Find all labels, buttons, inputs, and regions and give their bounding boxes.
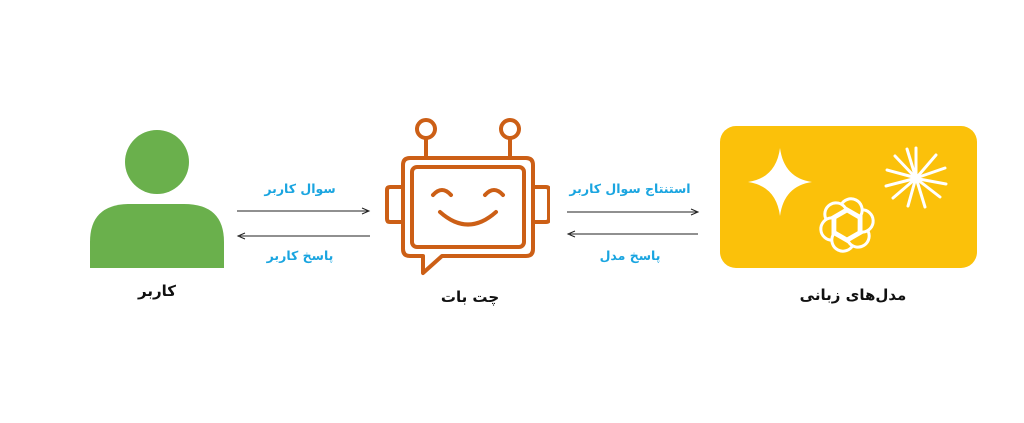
user-body [90, 204, 224, 268]
models-icons [748, 146, 948, 253]
arrows-bot-models [566, 208, 700, 238]
edge-label-inference: استنتاج سوال کاربر [569, 181, 691, 196]
arrow-user-to-bot-head [361, 207, 371, 215]
right-ear [531, 185, 551, 224]
arrow-bot-to-user-head [236, 232, 246, 240]
left-eye [431, 188, 453, 197]
user-node [90, 130, 224, 270]
smile [438, 210, 498, 227]
arrows-user-bot [236, 207, 371, 240]
models-label: مدل‌های زبانی [799, 286, 907, 304]
head-outline [401, 156, 535, 275]
left-antenna-ball [415, 118, 437, 140]
edge-label-user-question: سوال کاربر [264, 181, 336, 196]
user-silhouette-icon [90, 130, 224, 268]
left-ear [385, 185, 405, 224]
right-eye [483, 188, 505, 197]
edge-label-user-answer: پاسخ کاربر [266, 248, 334, 263]
user-label: کاربر [138, 282, 176, 300]
arrow-models-to-bot-head [566, 230, 576, 238]
user-head [125, 130, 189, 194]
models-node [720, 126, 977, 268]
edge-label-model-answer: پاسخ مدل [599, 248, 661, 263]
chatbot-label: چت بات [440, 288, 500, 306]
claude-starburst-icon [884, 146, 948, 209]
face-screen [410, 165, 526, 249]
chatbot-node [380, 115, 551, 280]
robot-chat-icon [385, 118, 551, 275]
right-antenna-ball [499, 118, 521, 140]
gemini-sparkle-icon [748, 148, 812, 216]
openai-knot-icon [819, 197, 875, 253]
arrow-bot-to-models-head [690, 208, 700, 216]
